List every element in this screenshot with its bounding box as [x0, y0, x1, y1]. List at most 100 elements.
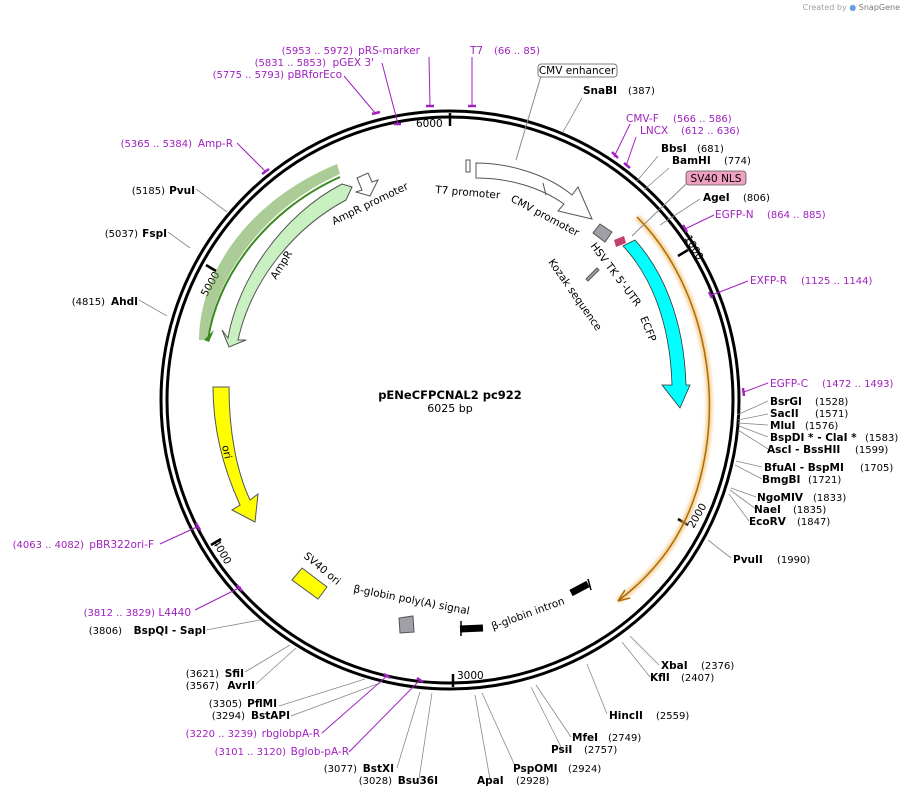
- enzyme-sacii: SacII: [770, 408, 799, 420]
- tick-label-6000: 6000: [416, 118, 443, 130]
- enzyme-hincii: HincII: [609, 710, 643, 722]
- feature-label-beta-globin-polya: β-globin poly(A) signal: [352, 583, 470, 617]
- enzyme-naei-pos: (1835): [793, 505, 826, 516]
- primer-l4440-pos: (3812 .. 3829): [84, 608, 156, 619]
- enzyme-bstxi-pos: (3077): [324, 764, 357, 775]
- primer-egfp-c-pos: (1472 .. 1493): [822, 379, 894, 390]
- enzyme-leaders: [138, 97, 769, 780]
- enzyme-mfei: MfeI: [572, 732, 598, 744]
- enzyme-kfli: KflI: [650, 672, 670, 684]
- plasmid-name: pENeCFPCNAL2 pc922: [378, 388, 522, 402]
- credit-brand: SnapGene: [858, 3, 900, 12]
- primer-rbglobpa-r-pos: (3220 .. 3239): [186, 729, 258, 740]
- enzyme-bbsi-pos: (681): [697, 144, 724, 155]
- enzyme-bsu36i-pos: (3028): [359, 776, 392, 787]
- enzyme-asci-bsshii-pos: (1599): [855, 445, 888, 456]
- backbone-outer-ring: [159, 109, 741, 691]
- snapgene-credit: Created by ● SnapGene: [803, 3, 900, 12]
- primer-egfp-n-pos: (864 .. 885): [767, 210, 826, 221]
- enzyme-bsrgi: BsrGI: [770, 396, 802, 408]
- feature-sv40-nls-mark: [614, 236, 626, 247]
- primer-t7-pos: (66 .. 85): [494, 46, 540, 57]
- enzyme-agei-pos: (806): [743, 193, 770, 204]
- primer-exfp-r-pos: (1125 .. 1144): [801, 276, 873, 287]
- feature-kozak-sequence[interactable]: Kozak sequence: [546, 257, 604, 333]
- sv40-nls-label[interactable]: SV40 NLS: [631, 170, 747, 237]
- snapgene-logo-icon: ●: [849, 3, 857, 12]
- enzyme-ngomiv-pos: (1833): [813, 493, 846, 504]
- enzyme-ahdi: AhdI: [111, 296, 138, 308]
- enzyme-snabi: SnaBI: [583, 85, 617, 97]
- primer-pbr322ori-f: pBR322ori-F: [89, 539, 154, 551]
- enzyme-bsrgi-pos: (1528): [815, 397, 848, 408]
- primer-cmv-f: CMV-F: [626, 113, 659, 125]
- feature-hsv-tk-utr[interactable]: HSV TK 5'-UTR: [588, 223, 644, 309]
- enzyme-bmgbi: BmgBI: [762, 474, 800, 486]
- feature-ampr[interactable]: AmpR: [199, 164, 353, 348]
- primer-lncx: LNCX: [640, 125, 668, 137]
- primer-pgex3: pGEX 3': [332, 57, 374, 69]
- enzyme-fspi: FspI: [142, 228, 167, 240]
- feature-label-ori: ori: [219, 444, 234, 460]
- enzyme-ngomiv: NgoMIV: [757, 492, 804, 504]
- enzyme-pspomi: PspOMI: [513, 763, 558, 775]
- enzyme-avrii: AvrII: [227, 680, 255, 692]
- enzyme-apai: ApaI: [477, 775, 504, 787]
- enzyme-bspqi-sapi: BspQI - SapI: [134, 625, 206, 637]
- enzyme-pflmi-pos: (3305): [209, 699, 242, 710]
- primer-egfp-n: EGFP-N: [715, 209, 754, 221]
- cmv-enhancer-label[interactable]: CMV enhancer: [515, 63, 618, 161]
- primer-bglob-pa-r: Bglob-pA-R: [291, 746, 349, 758]
- enzyme-agei: AgeI: [703, 192, 730, 204]
- feature-egfp-span[interactable]: [616, 214, 713, 604]
- enzyme-pspomi-pos: (2924): [568, 764, 601, 775]
- enzyme-snabi-pos: (387): [628, 86, 655, 97]
- enzyme-bamhi: BamHI: [672, 155, 711, 167]
- enzyme-ecorv-pos: (1847): [797, 517, 830, 528]
- tick-label-3000: 3000: [457, 670, 484, 682]
- enzyme-bspqi-sapi-pos: (3806): [89, 626, 122, 637]
- cmv-enhancer-text: CMV enhancer: [539, 65, 616, 77]
- enzyme-bstapi-pos: (3294): [212, 711, 245, 722]
- enzyme-bfuai-bspmi: BfuAI - BspMI: [764, 462, 844, 474]
- feature-cmv-promoter[interactable]: CMV promoter: [475, 162, 593, 239]
- enzyme-mlui: MluI: [770, 420, 795, 432]
- enzyme-mlui-pos: (1576): [805, 421, 838, 432]
- enzyme-psii: PsiI: [551, 744, 572, 756]
- primer-prs-marker: pRS-marker: [358, 45, 421, 57]
- enzyme-hincii-pos: (2559): [656, 711, 689, 722]
- enzyme-ahdi-pos: (4815): [72, 297, 105, 308]
- enzyme-fspi-pos: (5037): [105, 229, 138, 240]
- enzyme-bfuai-bspmi-pos: (1705): [860, 463, 893, 474]
- feature-beta-globin-polya[interactable]: β-globin poly(A) signal: [352, 583, 471, 634]
- enzyme-bsu36i: Bsu36I: [398, 775, 438, 787]
- feature-ori[interactable]: ori: [212, 386, 259, 523]
- primer-leaders: [159, 56, 769, 753]
- plasmid-size: 6025 bp: [427, 402, 472, 415]
- enzyme-sfii-pos: (3621): [186, 669, 219, 680]
- tick-label-1000: 1000: [682, 233, 706, 262]
- feature-beta-globin-intron[interactable]: β-globin intron: [459, 578, 592, 636]
- primer-lncx-pos: (612 .. 636): [681, 126, 740, 137]
- enzyme-asci-bsshii: AscI - BssHII: [767, 444, 840, 456]
- feature-t7-promoter[interactable]: T7 promoter: [434, 159, 502, 202]
- feature-sv40-ori[interactable]: SV40 ori: [291, 550, 343, 600]
- primer-pbrforeco: pBRforEco: [288, 69, 342, 81]
- enzyme-pvui-pos: (5185): [132, 186, 165, 197]
- enzyme-xbai: XbaI: [661, 660, 688, 672]
- primer-pgex3-pos: (5831 .. 5853): [255, 58, 327, 69]
- primer-rbglobpa-r: rbglobpA-R: [262, 728, 320, 740]
- feature-ecfp[interactable]: ECFP: [622, 239, 691, 409]
- primer-prs-marker-pos: (5953 .. 5972): [282, 46, 354, 57]
- feature-label-t7-promoter: T7 promoter: [434, 184, 502, 202]
- feature-label-kozak-sequence: Kozak sequence: [546, 257, 604, 333]
- enzyme-sacii-pos: (1571): [815, 409, 848, 420]
- sv40-nls-text: SV40 NLS: [691, 173, 742, 185]
- credit-prefix: Created by: [802, 3, 847, 12]
- enzyme-bamhi-pos: (774): [724, 156, 751, 167]
- primer-l4440: L4440: [158, 607, 191, 619]
- enzyme-pflmi: PflMI: [247, 698, 277, 710]
- enzyme-naei: NaeI: [754, 504, 781, 516]
- enzyme-bbsi: BbsI: [661, 143, 687, 155]
- primer-exfp-r: EXFP-R: [750, 275, 787, 287]
